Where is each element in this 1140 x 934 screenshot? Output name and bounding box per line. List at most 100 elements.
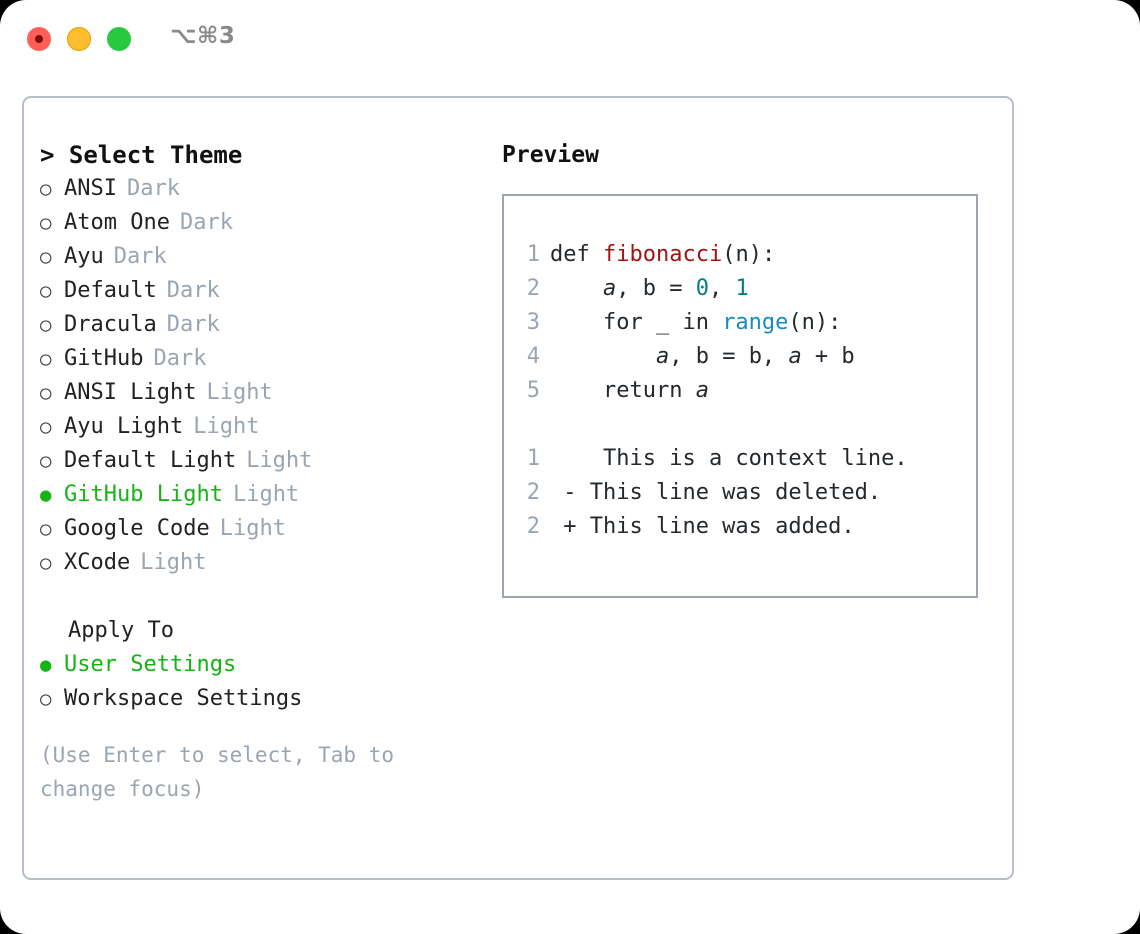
theme-option-category: Light (206, 380, 273, 405)
code-token: b (642, 276, 656, 301)
code-line-source: a, b = b, a + b (550, 340, 855, 374)
theme-option-label: Default (64, 278, 157, 303)
theme-option-category: Dark (153, 346, 207, 371)
diff-line-text: - This line was deleted. (550, 480, 882, 505)
code-token: fibonacci (602, 242, 723, 267)
theme-option-category: Light (232, 482, 300, 507)
keyboard-shortcut-label: ⌥⌘3 (170, 23, 236, 49)
radio-unselected-icon: ○ (40, 688, 52, 710)
code-token: a (788, 344, 802, 369)
radio-unselected-icon: ○ (40, 382, 52, 404)
diff-line-number: 2 (526, 514, 540, 539)
theme-option-category: Dark (166, 278, 220, 303)
theme-option-category: Dark (166, 312, 220, 337)
maximize-window-icon[interactable] (107, 27, 131, 51)
preview-heading: Preview (502, 142, 599, 168)
apply-to-option-label: Workspace Settings (64, 686, 303, 711)
radio-unselected-icon: ○ (40, 280, 52, 302)
code-token: = (655, 276, 696, 301)
code-token: 1 (735, 276, 749, 301)
code-diff-separator (504, 408, 976, 442)
close-window-icon[interactable] (27, 27, 51, 51)
code-token: , (616, 276, 643, 301)
code-token (550, 344, 656, 369)
theme-option-label: ANSI (64, 176, 117, 201)
apply-to-option-label: User Settings (64, 652, 237, 677)
theme-option-label: Default Light (64, 448, 237, 473)
radio-unselected-icon: ○ (40, 552, 52, 574)
keyboard-hint-text: (Use Enter to select, Tab to change focu… (40, 743, 407, 801)
code-line-source: for _ in range(n): (550, 306, 841, 340)
diff-line-text: + This line was added. (550, 514, 855, 539)
radio-unselected-icon: ○ (40, 178, 52, 200)
radio-unselected-icon: ○ (40, 416, 52, 438)
apply-to-option-list[interactable]: ●User Settings ○ Workspace Settings (40, 648, 480, 716)
code-token: (n): (722, 242, 776, 267)
theme-option-label: Google Code (64, 516, 210, 541)
theme-option-label: Ayu Light (64, 414, 184, 439)
radio-unselected-icon: ○ (40, 518, 52, 540)
theme-option[interactable]: ○ XCode Light (40, 546, 480, 580)
diff-line-number: 1 (526, 446, 540, 471)
code-line-source: def fibonacci(n): (550, 238, 775, 272)
code-line: 3 for _ in range(n): (504, 306, 976, 340)
theme-option-label: Atom One (64, 210, 170, 235)
theme-option-category: Light (193, 414, 260, 439)
code-line-number: 5 (526, 378, 540, 403)
theme-option[interactable]: ○ Ayu Light Light (40, 410, 480, 444)
diff-line: 2 - This line was deleted. (504, 476, 976, 510)
theme-option-label: XCode (64, 550, 131, 575)
diff-line-number: 2 (526, 480, 540, 505)
theme-option-category: Light (219, 516, 286, 541)
select-theme-heading: > Select Theme (40, 141, 243, 169)
code-line-number: 4 (526, 344, 540, 369)
theme-option[interactable]: ○ Default Dark (40, 274, 480, 308)
code-token: (n): (788, 310, 842, 335)
diff-line-text: This is a context line. (550, 446, 908, 471)
code-line-number: 1 (526, 242, 540, 267)
code-line-source: a, b = 0, 1 (550, 272, 749, 306)
title-bar: ⌥⌘3 (0, 0, 1140, 78)
theme-option[interactable]: ○ Ayu Dark (40, 240, 480, 274)
code-token (550, 276, 603, 301)
apply-to-option[interactable]: ●User Settings (40, 648, 480, 682)
radio-unselected-icon: ○ (40, 246, 52, 268)
theme-option[interactable]: ○ Google Code Light (40, 512, 480, 546)
theme-option[interactable]: ○ ANSI Dark (40, 172, 480, 206)
code-line: 2 a, b = 0, 1 (504, 272, 976, 306)
code-token: a (602, 276, 617, 301)
theme-option-category: Dark (179, 210, 233, 235)
radio-unselected-icon: ○ (40, 314, 52, 336)
theme-option-label: Ayu (64, 244, 104, 269)
minimize-window-icon[interactable] (67, 27, 91, 51)
traffic-lights (27, 27, 131, 51)
theme-option-category: Light (140, 550, 207, 575)
apply-to-heading: Apply To (68, 618, 174, 643)
code-token: def (550, 242, 603, 267)
code-token: + b (801, 344, 855, 369)
code-token: , (708, 276, 736, 301)
radio-unselected-icon: ○ (40, 348, 52, 370)
radio-selected-icon: ● (40, 484, 52, 506)
code-token: , b = b, (669, 344, 789, 369)
code-line-number: 3 (526, 310, 540, 335)
code-token: a (695, 378, 709, 403)
theme-option-category: Dark (126, 176, 180, 201)
theme-option-category: Dark (113, 244, 167, 269)
code-token: for _ in (550, 310, 723, 335)
diff-sample: 1 This is a context line. 2 - This line w… (504, 442, 976, 544)
apply-to-option[interactable]: ○ Workspace Settings (40, 682, 480, 716)
